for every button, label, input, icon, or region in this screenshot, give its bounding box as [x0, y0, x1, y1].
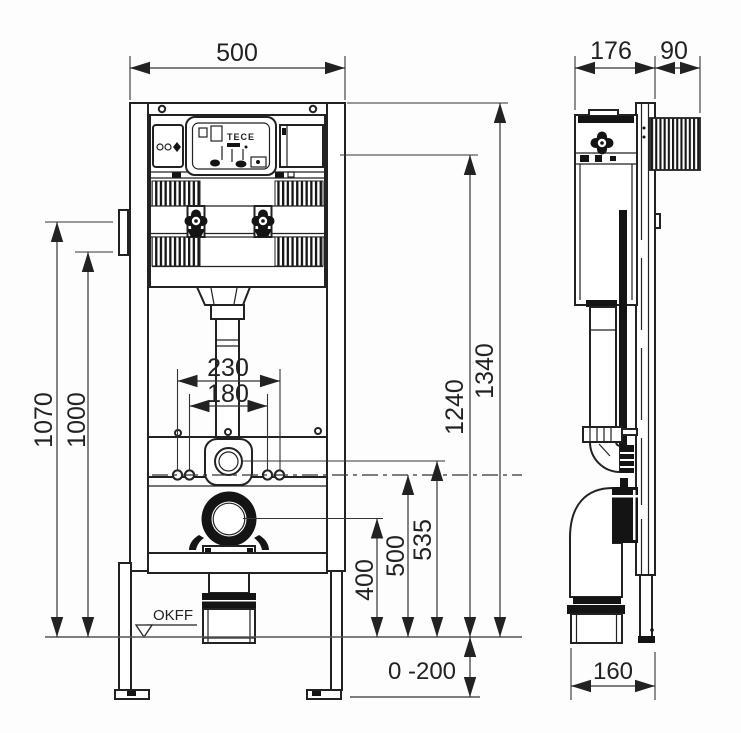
- svg-text:176: 176: [590, 37, 632, 65]
- side-rail: [635, 102, 661, 643]
- cistern-front: TECE: [149, 114, 326, 288]
- brand-logo: TECE: [227, 132, 255, 142]
- left-foot-leg: [118, 562, 132, 691]
- svg-text:160: 160: [593, 658, 633, 685]
- waste-outlet-front: [147, 491, 328, 644]
- side-view: [567, 102, 701, 644]
- front-view: TECE: [45, 102, 522, 700]
- svg-text:230: 230: [207, 354, 249, 382]
- dim-fixing-spacing: 230 180: [176, 354, 281, 470]
- svg-text:1070: 1070: [30, 392, 58, 448]
- svg-text:500: 500: [382, 535, 410, 577]
- wall-bracket: [118, 209, 129, 256]
- dim-outlet-depth: 160: [570, 648, 656, 700]
- dim-bracket-heights: 1070 1000: [30, 221, 113, 637]
- waste-bend-side: [567, 478, 638, 644]
- flush-pipe-side: [582, 306, 638, 474]
- svg-text:180: 180: [207, 380, 249, 408]
- svg-text:1000: 1000: [63, 392, 91, 448]
- cistern-side: [574, 109, 638, 466]
- svg-text:0 -200: 0 -200: [388, 658, 456, 685]
- dim-frame-width: 500: [129, 39, 346, 100]
- dim-frame-depth: 176 90: [574, 37, 701, 113]
- dimensions: 500 176 90 230 180 1: [30, 37, 701, 700]
- svg-text:535: 535: [409, 519, 437, 561]
- svg-text:400: 400: [351, 559, 379, 601]
- svg-text:90: 90: [660, 37, 688, 65]
- right-foot-leg: [330, 570, 343, 691]
- level-marker-icon: [134, 624, 154, 639]
- access-window: TECE: [185, 116, 277, 176]
- svg-text:1340: 1340: [471, 343, 499, 399]
- svg-text:1240: 1240: [441, 379, 469, 435]
- support-bar: [619, 210, 627, 465]
- screw-hole-icon: [308, 104, 318, 114]
- middle-rail: [147, 427, 328, 487]
- dim-floor-adjustment: 0 -200: [350, 637, 480, 698]
- screw-hole-icon: [157, 104, 167, 114]
- front-frame: [114, 102, 346, 700]
- okff-label: OKFF: [153, 607, 193, 624]
- dim-heights-right: 1340 1240 535 500 400: [152, 102, 522, 637]
- actuator-unit: [649, 117, 701, 171]
- floor-reference: OKFF: [45, 607, 522, 639]
- svg-text:500: 500: [216, 39, 258, 67]
